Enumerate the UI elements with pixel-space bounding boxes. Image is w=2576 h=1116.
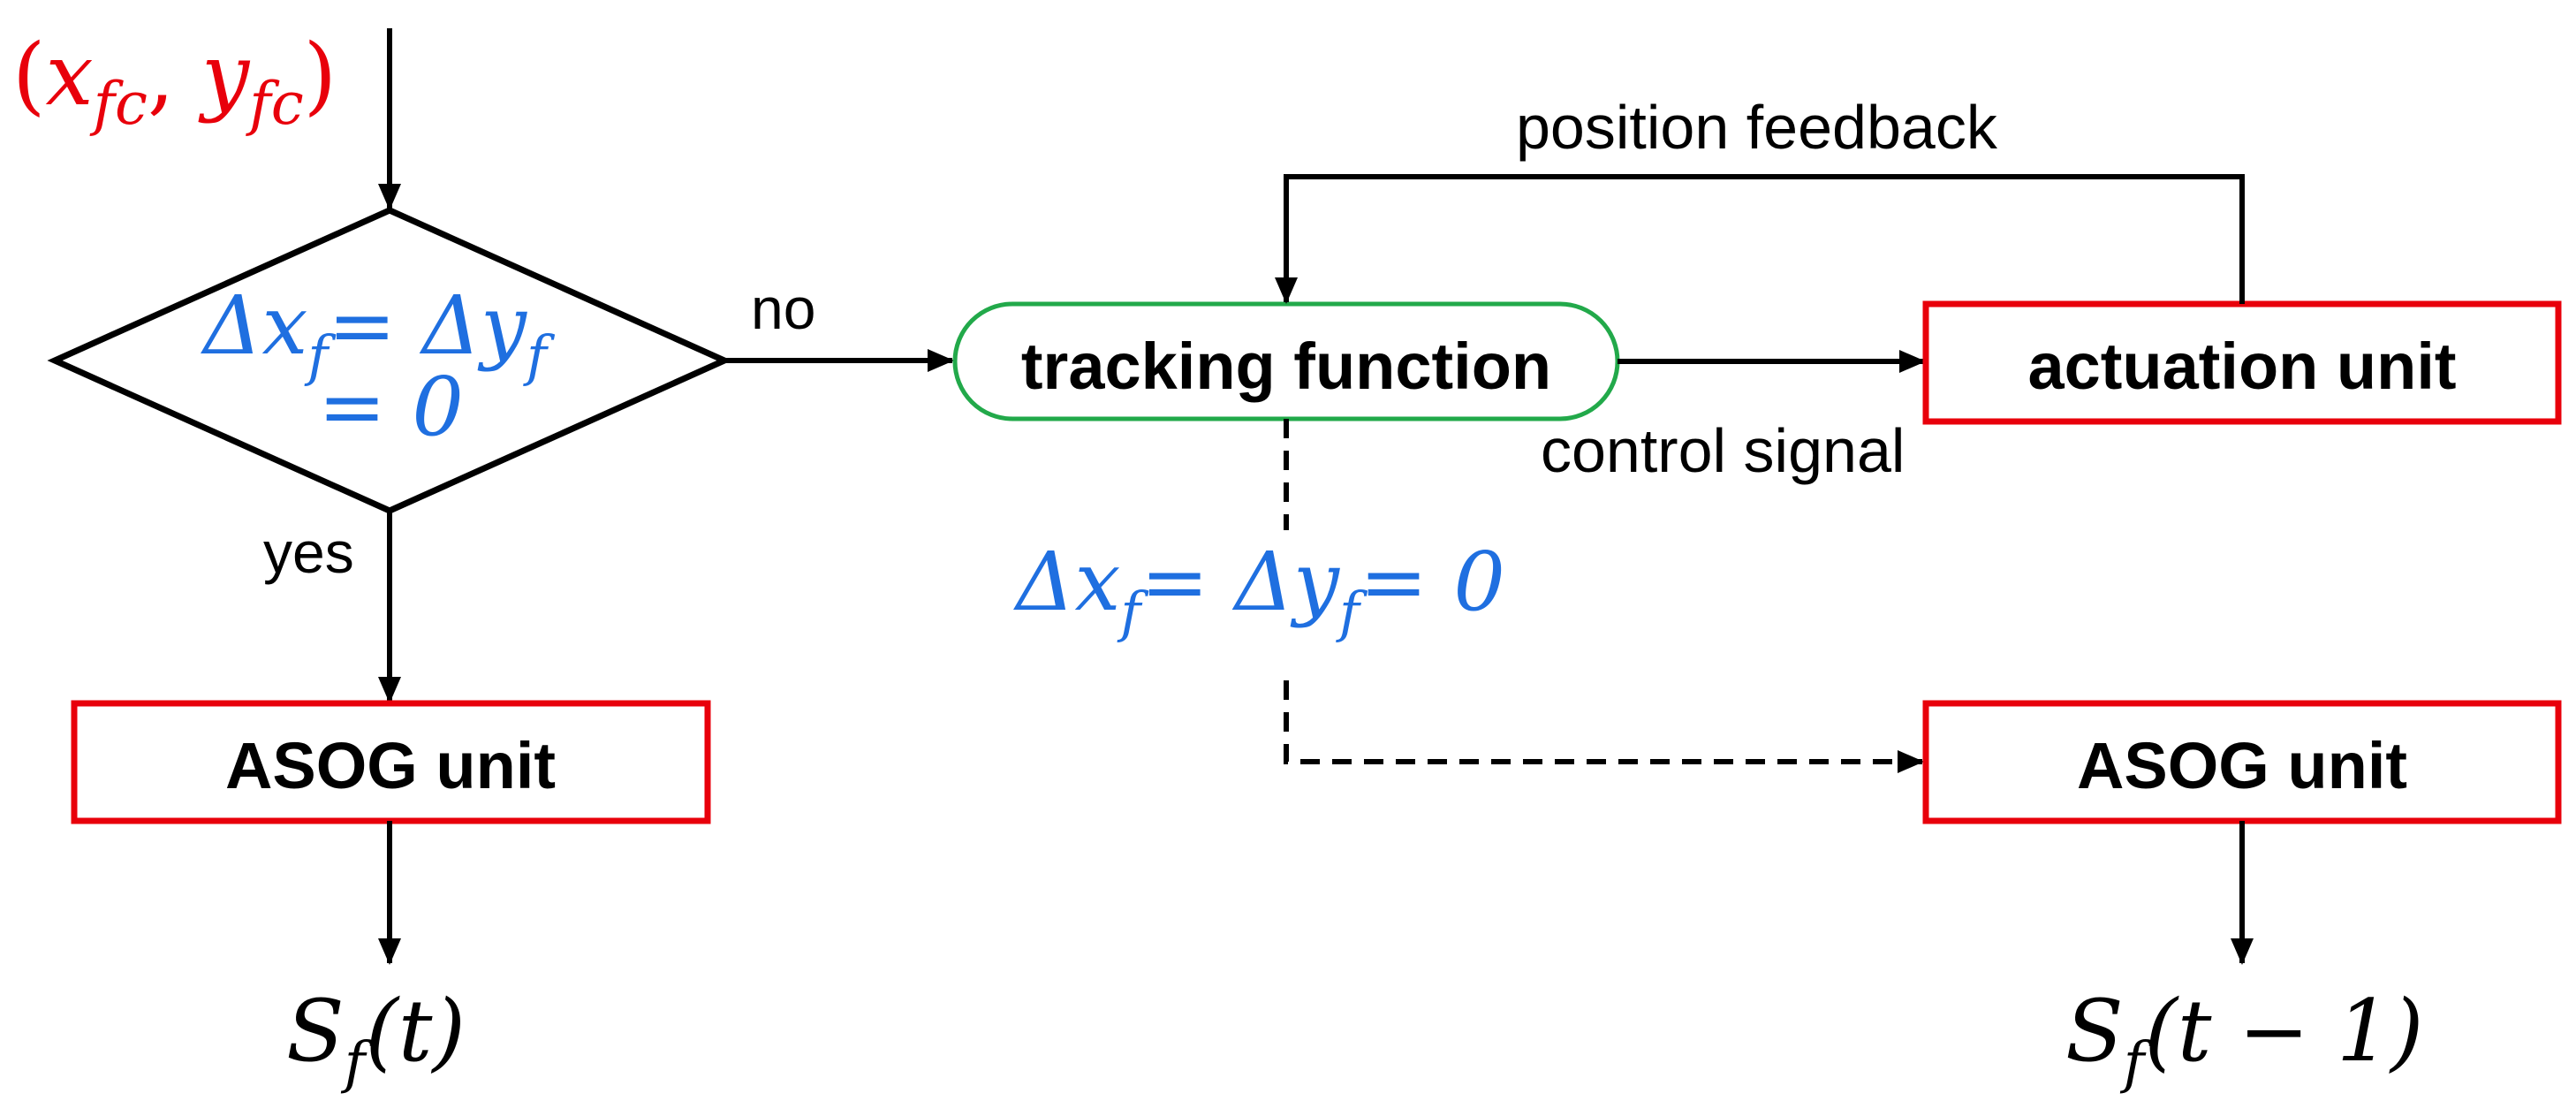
dashed-connector-lower [1284, 680, 1924, 773]
asog-unit-left-label: ASOG unit [225, 729, 556, 802]
position-feedback-label: position feedback [1516, 93, 1998, 162]
decision-condition-line1: Δxf= Δyf [201, 278, 556, 388]
yes-label: yes [263, 520, 354, 585]
output-right: Sf(t − 1) [2065, 982, 2423, 1096]
asog-unit-right-label: ASOG unit [2077, 729, 2407, 802]
tracking-function-label: tracking function [1021, 330, 1551, 403]
input-coordinates: (xfc, yfc) [12, 26, 337, 138]
actuation-unit-node [1922, 300, 2562, 425]
no-label: no [751, 276, 815, 341]
position-feedback-arrow [1275, 174, 2245, 304]
output-left: Sf(t) [286, 982, 466, 1096]
control-signal-label: control signal [1541, 416, 1905, 485]
actuation-unit-label: actuation unit [2027, 330, 2456, 403]
decision-condition-line2: = 0 [318, 360, 464, 454]
branch-condition: Δxf= Δyf= 0 [1013, 535, 1505, 644]
